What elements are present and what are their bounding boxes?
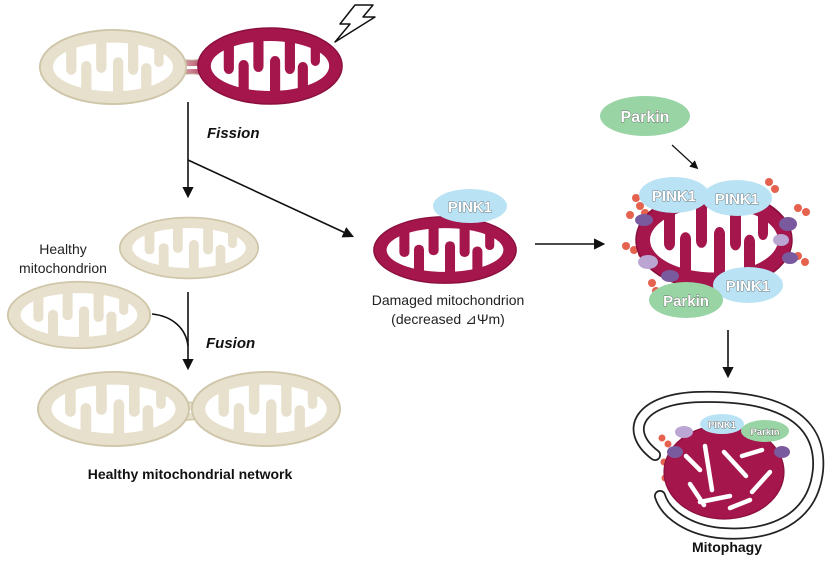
damaged-label-line2: (decreased ⊿Ψm) xyxy=(391,311,505,327)
parkin-engulfed-label: Parkin xyxy=(750,427,779,438)
crista-fragment xyxy=(749,469,773,495)
crista-fragment xyxy=(683,453,703,473)
ubiquitin-bead xyxy=(664,440,672,448)
damaged-label-line1: Damaged mitochondrion xyxy=(372,292,525,308)
pink1-label: PINK1 xyxy=(652,188,696,205)
adaptor-protein xyxy=(779,217,797,231)
crista-fragment xyxy=(687,481,707,508)
ubiquitin-bead xyxy=(802,208,810,216)
parkin-free-label: Parkin xyxy=(621,109,670,126)
autophagosome: PINK1 Parkin xyxy=(632,390,825,540)
ubiquitin-bead xyxy=(636,202,644,210)
healthy-label-line2: mitochondrion xyxy=(19,260,107,276)
network-mitochondrion-left xyxy=(36,370,191,448)
tagged-mitochondrion: PINK1 PINK1 PINK1 Parkin xyxy=(622,177,810,318)
fragmented-cristae xyxy=(683,443,773,511)
healthy-label-line1: Healthy xyxy=(39,241,86,257)
pink1-label: PINK1 xyxy=(726,278,770,295)
crista-fragment xyxy=(697,493,733,505)
damaged-mitochondrion-fission xyxy=(197,27,343,105)
mitophagy-label: Mitophagy xyxy=(692,539,762,555)
crista-fragment xyxy=(727,497,753,511)
ubiquitin-bead xyxy=(632,194,640,202)
fusion-label: Fusion xyxy=(206,335,255,352)
ubiquitin-bead xyxy=(771,185,779,193)
network-label: Healthy mitochondrial network xyxy=(88,466,293,482)
parkin-protein-bound xyxy=(649,282,723,318)
adaptor-protein xyxy=(675,426,693,438)
pink1-protein xyxy=(700,414,744,434)
ubiquitin-bead xyxy=(648,279,656,287)
pink1-label: PINK1 xyxy=(448,199,492,216)
parkin-bound-label: Parkin xyxy=(663,293,709,310)
pink1-protein xyxy=(713,267,783,303)
adaptor-protein xyxy=(782,252,798,264)
fission-label: Fission xyxy=(207,125,260,142)
ubiquitin-bead xyxy=(626,211,634,219)
adaptor-protein xyxy=(773,234,789,246)
parkin-protein-engulfed xyxy=(741,420,789,442)
adaptor-protein xyxy=(661,270,679,282)
parkin-protein-free xyxy=(600,96,690,136)
healthy-mitochondrion-lower xyxy=(6,280,152,350)
pink1-protein xyxy=(433,189,507,223)
ubiquitin-bead xyxy=(794,204,802,212)
ubiquitin-bead xyxy=(622,242,630,250)
autophagosome-membrane-lumen xyxy=(634,392,823,538)
adaptor-protein xyxy=(635,214,653,226)
healthy-mitochondrial-network xyxy=(36,370,342,448)
lightning-icon xyxy=(334,4,376,43)
pink1-protein xyxy=(702,180,772,216)
adaptor-protein xyxy=(667,446,683,458)
ubiquitin-bead xyxy=(630,246,638,254)
healthy-mitochondrion-upper xyxy=(118,216,260,280)
pink1-label: PINK1 xyxy=(715,191,759,208)
damaged-mitochondrion xyxy=(373,216,517,284)
damage-arrow xyxy=(187,159,355,238)
network-mitochondrion-right xyxy=(190,370,342,448)
crista-fragment xyxy=(721,449,749,479)
healthy-mitochondrion-fission xyxy=(38,28,188,106)
pink1-protein xyxy=(639,177,709,213)
pink1-label: PINK1 xyxy=(708,420,737,431)
ubiquitin-bead xyxy=(801,258,809,266)
crista-fragment xyxy=(739,447,765,459)
fission-pair xyxy=(38,27,343,106)
ubiquitin-bead xyxy=(765,178,773,186)
parkin-binding-arrow xyxy=(671,144,699,170)
fusion-merge-curve xyxy=(151,313,189,347)
crista-fragment xyxy=(702,443,715,493)
adaptor-protein xyxy=(638,255,658,269)
ubiquitin-bead xyxy=(658,434,666,442)
adaptor-protein xyxy=(774,446,790,458)
